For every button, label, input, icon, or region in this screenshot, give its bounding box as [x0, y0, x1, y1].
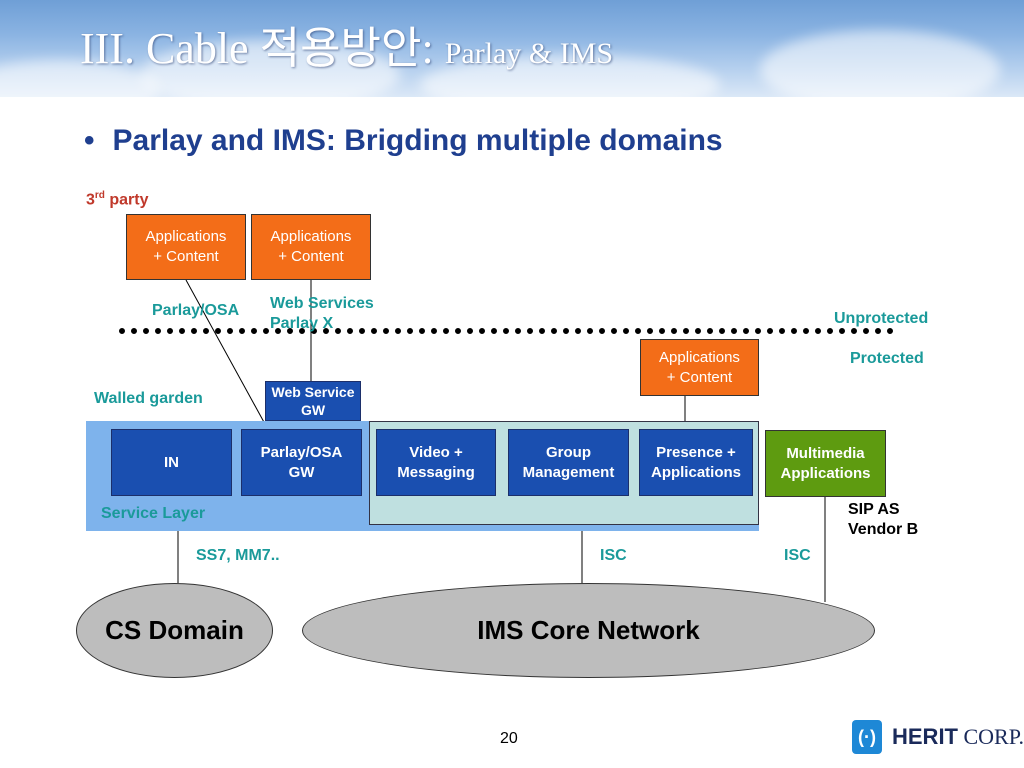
app3-line1: Applications — [659, 348, 740, 366]
presence-applications-box: Presence + Applications — [639, 429, 753, 496]
app3-line2: + Content — [666, 368, 733, 386]
cs-domain-label: CS Domain — [105, 615, 244, 645]
ss7-label: SS7, MM7.. — [196, 547, 280, 564]
presence-line1: Presence + — [656, 443, 736, 461]
sip-as-line2: Vendor B — [848, 521, 919, 538]
app-content-box-1: Applications + Content — [126, 214, 246, 280]
video-line1: Video + — [409, 443, 463, 461]
slide-title: III. Cable 적용방안: Parlay & IMS — [80, 12, 613, 76]
webgw-line2: GW — [300, 402, 326, 418]
video-line2: Messaging — [397, 463, 475, 481]
third-party-label: 3rd party — [86, 190, 148, 209]
webgw-line1: Web Service — [271, 384, 355, 400]
third-party-sup: rd — [94, 190, 105, 201]
title-main: III. Cable 적용방안: — [80, 24, 445, 73]
bullet-text: Parlay and IMS: Brigding multiple domain… — [112, 124, 723, 157]
in-label: IN — [164, 453, 179, 471]
sip-as-label: SIP AS Vendor B — [848, 500, 918, 540]
isc-label-2: ISC — [784, 547, 811, 564]
web-services-line1: Web Services — [270, 295, 374, 312]
app2-line1: Applications — [270, 228, 352, 245]
header-banner — [0, 0, 1024, 97]
protected-label: Protected — [850, 350, 924, 367]
cs-domain-ellipse: CS Domain — [76, 583, 273, 678]
web-services-line2: Parlay X — [270, 315, 334, 332]
app-content-box-2: Applications + Content — [251, 214, 371, 280]
app1-line1: Applications — [145, 228, 227, 245]
third-party-text: party — [104, 191, 149, 209]
multimedia-line1: Multimedia — [786, 444, 865, 462]
company-logo: (·) HERIT CORP. — [852, 720, 1024, 754]
walled-garden-label: Walled garden — [94, 390, 203, 407]
logo-text: HERIT CORP. — [892, 724, 1024, 750]
title-sub: Parlay & IMS — [444, 37, 614, 70]
presence-line2: Applications — [650, 463, 741, 481]
ims-core-ellipse: IMS Core Network — [302, 583, 875, 678]
sip-as-line1: SIP AS — [848, 501, 900, 518]
group-line2: Management — [522, 463, 615, 481]
app-content-box-3: Applications + Content — [640, 339, 759, 396]
service-layer-label: Service Layer — [101, 505, 206, 522]
bullet-dot: • — [84, 124, 95, 157]
multimedia-line2: Applications — [780, 464, 871, 482]
logo-prefix: HERIT — [892, 724, 958, 749]
parlay-osa-label: Parlay/OSA — [152, 302, 240, 319]
parlay-gw-line2: GW — [288, 463, 315, 481]
third-party-num: 3 — [86, 191, 95, 209]
isc-label-1: ISC — [600, 547, 627, 564]
bullet-heading: • Parlay and IMS: Brigding multiple domai… — [84, 124, 723, 158]
page-number: 20 — [500, 730, 518, 747]
app2-line2: + Content — [278, 248, 344, 265]
app1-line2: + Content — [153, 248, 219, 265]
group-line1: Group — [546, 443, 591, 461]
parlay-osa-gw-box: Parlay/OSA GW — [241, 429, 362, 496]
web-services-label: Web Services Parlay X — [270, 294, 374, 334]
logo-suffix: CORP. — [958, 724, 1024, 749]
parlay-gw-line1: Parlay/OSA — [260, 443, 343, 461]
unprotected-label: Unprotected — [834, 310, 929, 327]
video-messaging-box: Video + Messaging — [376, 429, 496, 496]
ims-core-label: IMS Core Network — [477, 615, 700, 645]
logo-mark-icon: (·) — [852, 720, 882, 754]
in-box: IN — [111, 429, 232, 496]
